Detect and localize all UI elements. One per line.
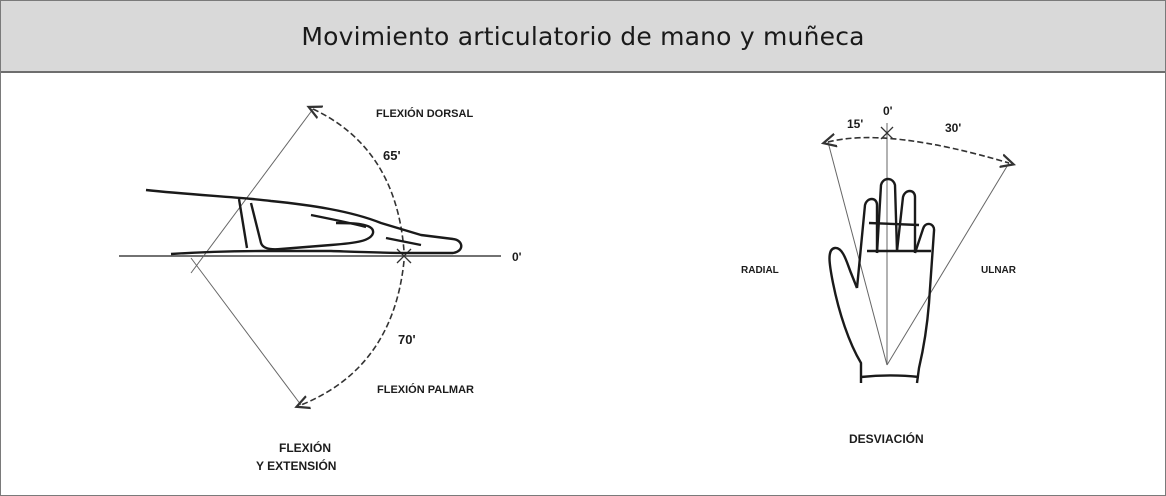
diagram-canvas: FLEXIÓN DORSAL 65' 0' 70' FLEXIÓN PALMAR… <box>119 104 1017 473</box>
radial-label: RADIAL <box>741 265 779 276</box>
deviation-caption: DESVIACIÓN <box>849 431 924 446</box>
ulnar-angle-label: 30' <box>945 121 961 135</box>
neutral-angle-label-deviation: 0' <box>883 104 893 118</box>
palmar-flexion-arc <box>301 260 405 405</box>
deviation-pivot-marker <box>880 126 894 140</box>
palmar-flexion-label: FLEXIÓN PALMAR <box>377 383 474 396</box>
flexion-caption-line2: Y EXTENSIÓN <box>256 458 336 473</box>
pivot-marker <box>396 248 412 264</box>
radial-angle-label: 15' <box>847 117 863 131</box>
neutral-angle-label: 0' <box>512 250 522 264</box>
ulnar-limit-line <box>886 162 1010 366</box>
ulnar-label: ULNAR <box>981 265 1017 276</box>
deviation-arc <box>828 138 1009 163</box>
hand-side-view <box>145 188 463 256</box>
page-title: Movimiento articulatorio de mano y muñec… <box>301 21 865 51</box>
deviation-diagram: 15' 0' 30' RADIAL ULNAR DESVIACIÓN <box>741 104 1017 446</box>
dorsal-flexion-arc <box>313 109 405 252</box>
flexion-caption-line1: FLEXIÓN <box>279 440 331 455</box>
hand-front-view <box>828 177 936 384</box>
flexion-extension-diagram: FLEXIÓN DORSAL 65' 0' 70' FLEXIÓN PALMAR… <box>119 107 522 473</box>
dorsal-flexion-label: FLEXIÓN DORSAL <box>376 107 473 120</box>
dorsal-angle-label: 65' <box>383 148 401 163</box>
palmar-angle-label: 70' <box>398 332 416 347</box>
title-bar: Movimiento articulatorio de mano y muñec… <box>1 1 1165 73</box>
radial-limit-line <box>827 141 888 366</box>
palmar-limit-line <box>190 257 302 406</box>
dorsal-limit-line <box>190 108 314 274</box>
